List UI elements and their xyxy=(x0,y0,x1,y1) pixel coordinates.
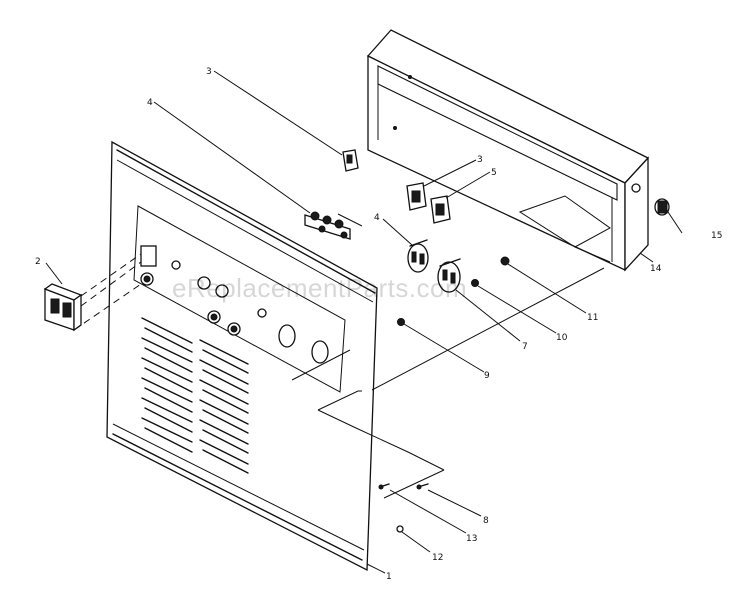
front-control-panel xyxy=(106,140,378,572)
cooling-louvers xyxy=(141,317,249,474)
leader-2 xyxy=(45,262,63,285)
callout-11: 11 xyxy=(587,313,598,323)
leader-5 xyxy=(445,171,491,199)
switch-hole-2 xyxy=(215,284,229,298)
leader-3a xyxy=(213,70,343,156)
switch-hole xyxy=(197,276,211,290)
callout-4-right: 4 xyxy=(374,213,380,223)
part-2-circuit-breaker xyxy=(43,283,83,332)
guide-line-5 xyxy=(371,267,605,391)
callout-14: 14 xyxy=(650,264,662,274)
guide-line-4 xyxy=(291,349,351,381)
part-15-plug xyxy=(654,198,670,216)
callout-9: 9 xyxy=(484,371,490,381)
rear-housing-box xyxy=(366,29,650,272)
leader-11 xyxy=(507,263,587,314)
watermark-text: eReplacementParts.com xyxy=(172,273,467,303)
leader-12 xyxy=(401,531,431,553)
leader-4b xyxy=(382,218,413,246)
leader-3b xyxy=(423,159,477,187)
callout-10: 10 xyxy=(556,333,568,343)
part-3-switch-upper xyxy=(342,149,359,172)
leader-1 xyxy=(366,563,386,574)
leader-7 xyxy=(455,289,521,342)
part-5-switch xyxy=(430,195,451,224)
part-12-washer xyxy=(396,525,404,533)
guide-line-3 xyxy=(383,469,445,499)
part-3-switch-right xyxy=(406,182,427,211)
callout-12: 12 xyxy=(432,553,443,563)
outlet-hole-2 xyxy=(311,340,329,364)
leader-2a xyxy=(80,253,142,297)
callout-2: 2 xyxy=(35,257,41,267)
leader-2b xyxy=(80,261,142,307)
callout-1: 1 xyxy=(386,572,392,582)
outlet-hole-1 xyxy=(278,324,296,348)
callout-3-upper: 3 xyxy=(206,67,212,77)
callout-4-upper: 4 xyxy=(147,98,153,108)
guide-line-1 xyxy=(317,390,362,411)
callout-3-right: 3 xyxy=(477,155,483,165)
part-11-nut xyxy=(500,256,510,266)
leader-10 xyxy=(477,285,557,334)
breaker-opening xyxy=(140,245,157,267)
leader-13 xyxy=(389,489,467,534)
guide-line-6 xyxy=(337,213,363,227)
guide-line-2 xyxy=(317,409,445,471)
leader-2c xyxy=(73,283,142,331)
part-7-outlet-receptacle xyxy=(437,258,461,293)
leader-14 xyxy=(639,252,654,263)
callout-5: 5 xyxy=(491,168,497,178)
leader-15 xyxy=(667,211,683,234)
part-9-nut xyxy=(397,318,405,326)
part-10-nut xyxy=(471,279,479,287)
leader-9 xyxy=(403,323,485,373)
leader-4a xyxy=(153,101,311,214)
callout-8: 8 xyxy=(483,516,489,526)
callout-7: 7 xyxy=(522,342,528,352)
control-plate xyxy=(133,205,346,393)
leader-8 xyxy=(427,489,482,517)
part-4-terminal-block xyxy=(304,211,351,240)
part-4-outlet-receptacle xyxy=(407,239,429,273)
callout-15: 15 xyxy=(711,231,722,241)
mounting-bracket-plate xyxy=(518,195,611,248)
callout-13: 13 xyxy=(466,534,477,544)
bracket-edge xyxy=(574,246,611,263)
